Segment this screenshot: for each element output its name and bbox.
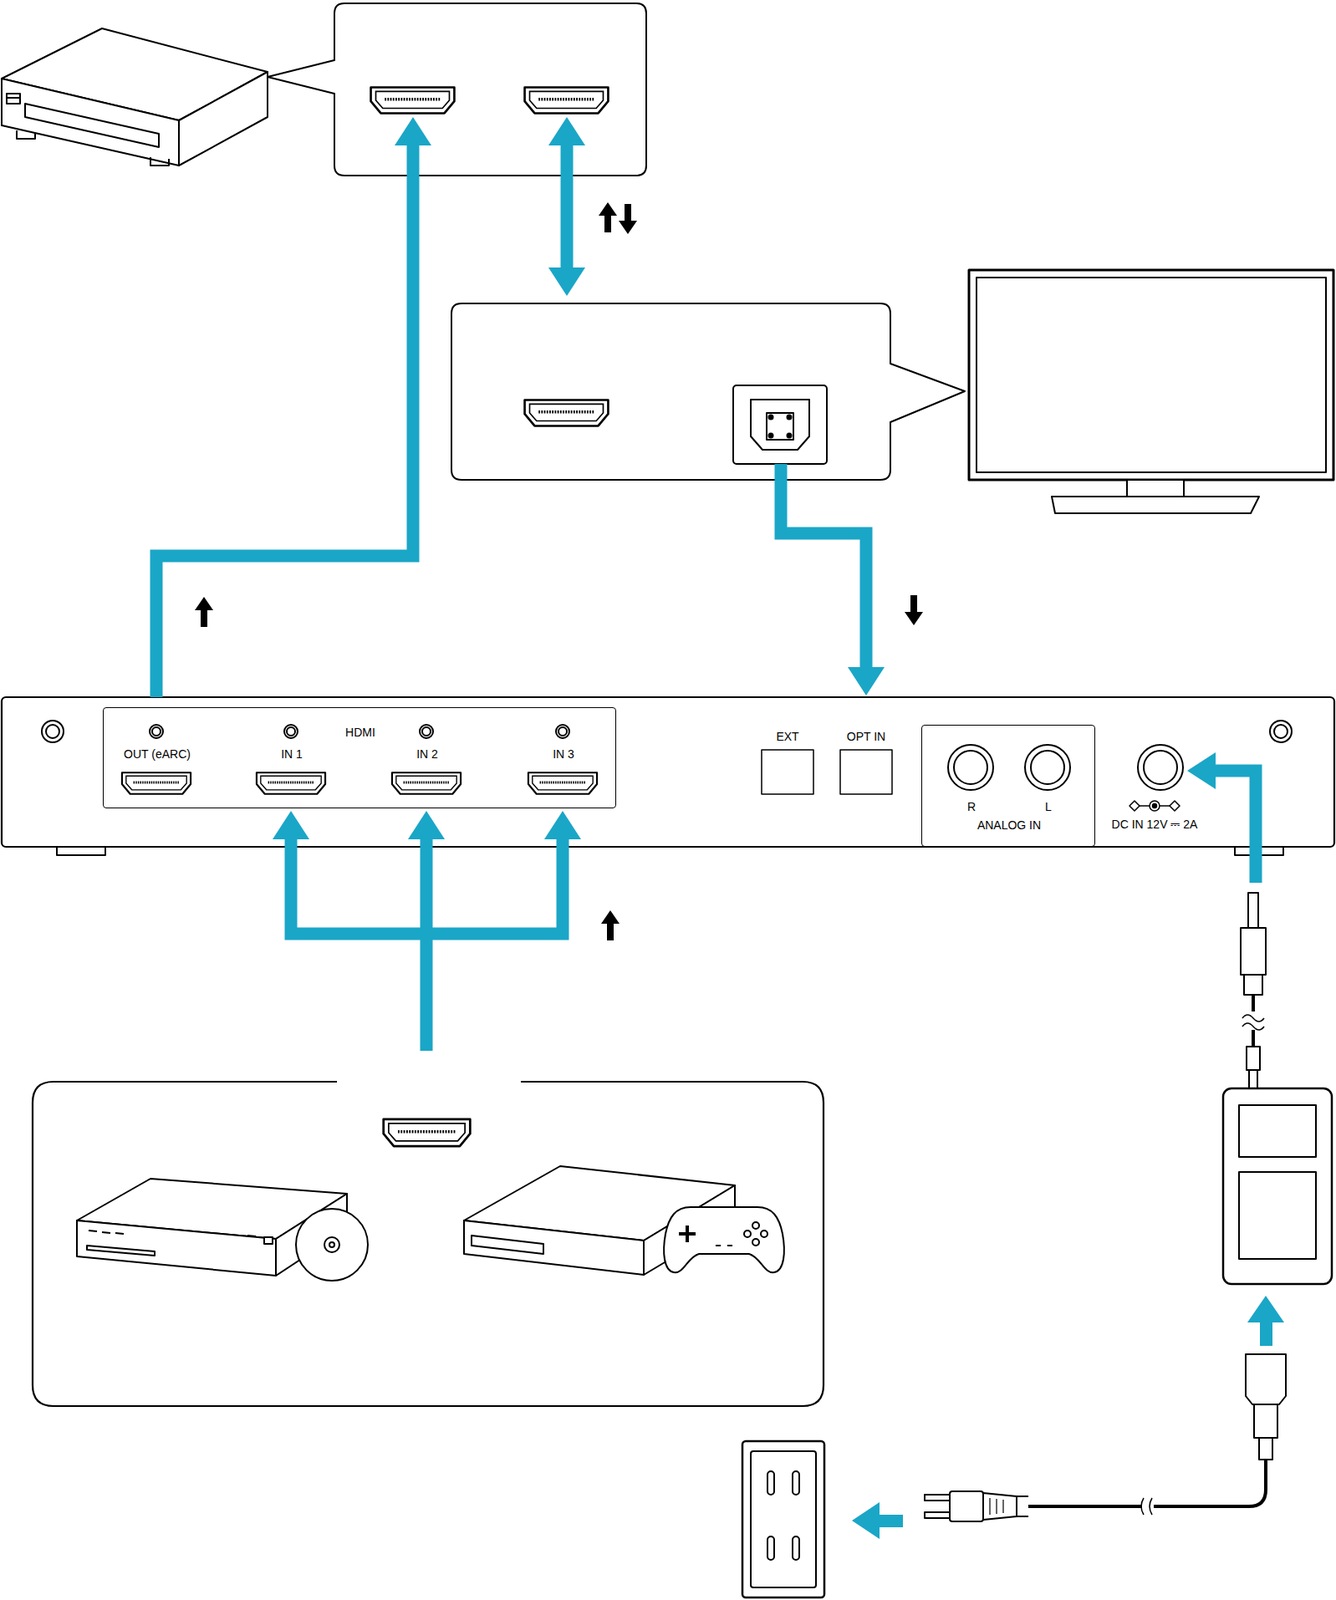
direction-arrows — [194, 202, 923, 941]
label-text: HDMI — [345, 725, 376, 740]
jack-label: L — [1035, 798, 1061, 816]
power-label: DC IN 12V ⎓ 2A — [1100, 815, 1209, 833]
label-text: IN 2 — [416, 747, 439, 761]
analog-panel: ANALOG INR L — [921, 724, 1096, 847]
port-label: EXT — [758, 728, 817, 745]
cable-arrows — [156, 117, 1285, 1540]
label-text: IN 3 — [552, 747, 575, 761]
devices — [1, 3, 1335, 1598]
port-label: IN 3 — [521, 745, 606, 763]
jack-label: R — [958, 798, 985, 816]
label-text: R — [967, 800, 976, 814]
label-text: DC IN 12V ⎓ 2A — [1111, 817, 1199, 832]
label-text: L — [1045, 800, 1052, 814]
port-label: IN 2 — [385, 745, 470, 763]
hdmi-panel: HDMI OUT (eARC) IN 1 IN 2 IN 3 — [102, 707, 617, 809]
label-text: OPT IN — [846, 729, 886, 744]
port-label: IN 1 — [249, 745, 334, 763]
hdmi-ports — [122, 87, 609, 1147]
label-text: ANALOG IN — [977, 818, 1041, 832]
port-label: OUT (eARC) — [115, 745, 199, 763]
label-text: IN 1 — [280, 747, 303, 761]
port-label: OPT IN — [836, 728, 896, 745]
label-text: EXT — [775, 729, 799, 744]
label-text: OUT (eARC) — [123, 747, 191, 761]
